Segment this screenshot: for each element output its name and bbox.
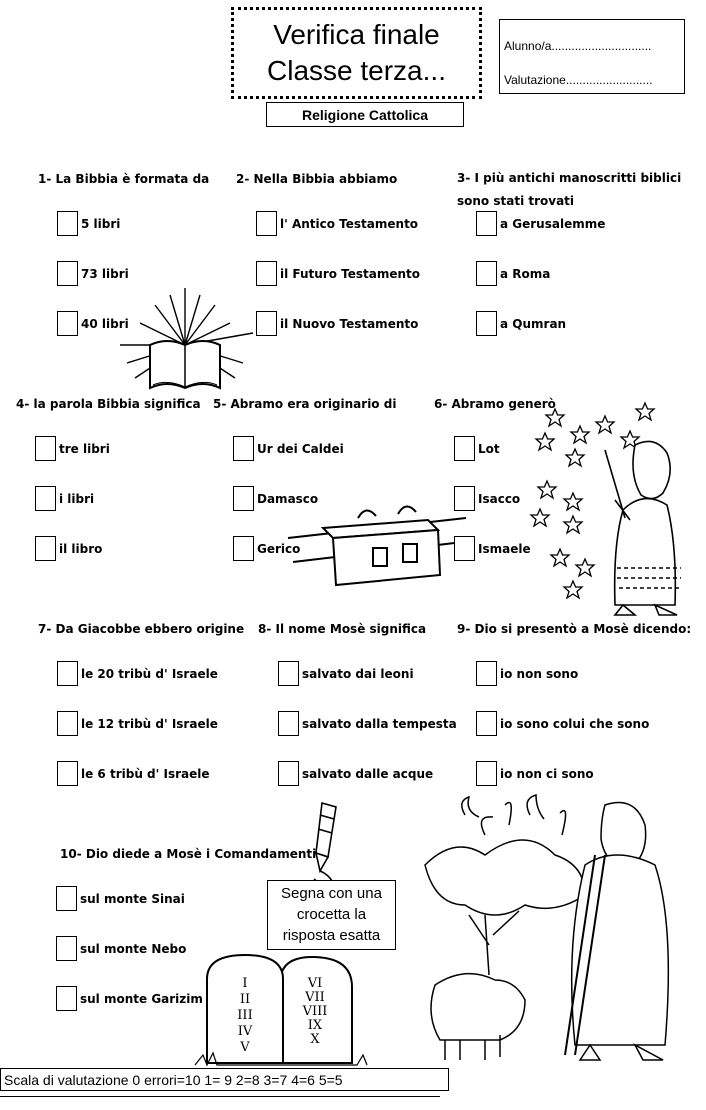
- tablet-numeral: VIII: [302, 1004, 328, 1019]
- checkbox[interactable]: [454, 436, 475, 461]
- question-7-option[interactable]: le 20 tribù d' Israele: [57, 661, 218, 686]
- instruction-line: crocetta la: [296, 906, 367, 923]
- question-5-option[interactable]: Ur dei Caldei: [233, 436, 344, 461]
- question-1-option[interactable]: 40 libri: [57, 311, 129, 336]
- question-7-label: 7- Da Giacobbe ebbero origine: [38, 622, 245, 636]
- checkbox[interactable]: [476, 261, 497, 286]
- question-9-option[interactable]: io non sono: [476, 661, 578, 686]
- question-3-option[interactable]: a Gerusalemme: [476, 211, 605, 236]
- question-8-label: 8- Il nome Mosè significa: [258, 622, 427, 636]
- tablet-numeral: III: [237, 1008, 252, 1023]
- bible-icon: [120, 288, 254, 390]
- question-9-option[interactable]: io non ci sono: [476, 761, 594, 786]
- question-3-label: 3- I più antichi manoscritti biblici son…: [457, 171, 682, 208]
- question-3-option[interactable]: a Roma: [476, 261, 550, 286]
- checkbox[interactable]: [233, 436, 254, 461]
- grading-scale: Scala di valutazione 0 errori=10 1= 9 2=…: [0, 1068, 449, 1091]
- checkbox[interactable]: [476, 311, 497, 336]
- question-6-label: 6- Abramo generò: [434, 397, 556, 411]
- question-10-option[interactable]: sul monte Sinai: [56, 886, 185, 911]
- question-5-label: 5- Abramo era originario di: [213, 397, 397, 411]
- checkbox[interactable]: [278, 761, 299, 786]
- question-2-option[interactable]: il Nuovo Testamento: [256, 311, 418, 336]
- tablet-numeral: II: [240, 992, 250, 1007]
- checkbox[interactable]: [278, 661, 299, 686]
- subject-label: Religione Cattolica: [266, 102, 464, 127]
- question-8-option[interactable]: salvato dalla tempesta: [278, 711, 457, 736]
- grade-field[interactable]: Valutazione..........................: [504, 73, 653, 87]
- question-10-label: 10- Dio diede a Mosè i Comandamenti: [60, 847, 317, 861]
- question-10-option[interactable]: sul monte Garizim: [56, 986, 203, 1011]
- question-2-label: 2- Nella Bibbia abbiamo: [236, 172, 398, 186]
- checkbox[interactable]: [57, 661, 78, 686]
- title-box: Verifica finale Classe terza...: [231, 7, 482, 99]
- question-5-option[interactable]: Gerico: [233, 536, 300, 561]
- checkbox[interactable]: [278, 711, 299, 736]
- checkbox[interactable]: [454, 536, 475, 561]
- checkbox[interactable]: [57, 711, 78, 736]
- checkbox[interactable]: [476, 211, 497, 236]
- checkbox[interactable]: [57, 761, 78, 786]
- checkbox[interactable]: [233, 536, 254, 561]
- question-10-option[interactable]: sul monte Nebo: [56, 936, 186, 961]
- checkbox[interactable]: [256, 311, 277, 336]
- question-7-option[interactable]: le 12 tribù d' Israele: [57, 711, 218, 736]
- question-6-option[interactable]: Lot: [454, 436, 500, 461]
- question-4-label: 4- la parola Bibbia significa: [16, 397, 201, 411]
- question-8-option[interactable]: salvato dai leoni: [278, 661, 414, 686]
- checkbox[interactable]: [256, 261, 277, 286]
- checkbox[interactable]: [35, 436, 56, 461]
- question-9-option[interactable]: io sono colui che sono: [476, 711, 649, 736]
- checkbox[interactable]: [35, 536, 56, 561]
- question-4-option[interactable]: i libri: [35, 486, 94, 511]
- ark-illustration: [287, 505, 467, 587]
- moses-burning-bush-illustration: [424, 794, 670, 1061]
- question-9-label: 9- Dio si presentò a Mosè dicendo:: [457, 622, 692, 636]
- question-1-option[interactable]: 5 libri: [57, 211, 120, 236]
- question-4-option[interactable]: il libro: [35, 536, 102, 561]
- checkbox[interactable]: [56, 986, 77, 1011]
- checkbox[interactable]: [57, 311, 78, 336]
- question-7-option[interactable]: le 6 tribù d' Israele: [57, 761, 210, 786]
- question-6-option[interactable]: Isacco: [454, 486, 520, 511]
- crayon-icon: [313, 801, 337, 886]
- student-info-box[interactable]: Alunno/a.............................. V…: [499, 19, 685, 94]
- checkbox[interactable]: [476, 661, 497, 686]
- tablet-numeral: IV: [238, 1024, 253, 1039]
- question-8-option[interactable]: salvato dalle acque: [278, 761, 433, 786]
- question-4-option[interactable]: tre libri: [35, 436, 110, 461]
- question-2-option[interactable]: il Futuro Testamento: [256, 261, 420, 286]
- tablet-numeral: V: [239, 1040, 250, 1055]
- checkbox[interactable]: [57, 261, 78, 286]
- student-name-field[interactable]: Alunno/a..............................: [504, 39, 652, 53]
- question-6-option[interactable]: Ismaele: [454, 536, 531, 561]
- instruction-line: risposta esatta: [282, 927, 381, 944]
- checkbox[interactable]: [476, 711, 497, 736]
- checkbox[interactable]: [454, 486, 475, 511]
- checkbox[interactable]: [476, 761, 497, 786]
- checkbox[interactable]: [256, 211, 277, 236]
- question-1-label: 1- La Bibbia è formata da: [38, 172, 210, 186]
- checkbox[interactable]: [56, 886, 77, 911]
- question-5-option[interactable]: Damasco: [233, 486, 318, 511]
- checkbox[interactable]: [233, 486, 254, 511]
- title-line-2: Classe terza...: [267, 55, 446, 86]
- title-line-1: Verifica finale: [273, 18, 440, 50]
- tablet-numeral: IX: [308, 1018, 323, 1033]
- question-1-option[interactable]: 73 libri: [57, 261, 129, 286]
- tablet-numeral: X: [310, 1032, 320, 1047]
- instruction-line: Segna con una: [281, 885, 382, 902]
- tablet-numeral: VI: [307, 976, 323, 991]
- tablet-numeral: I: [242, 976, 247, 991]
- question-3-option[interactable]: a Qumran: [476, 311, 566, 336]
- checkbox[interactable]: [56, 936, 77, 961]
- checkbox[interactable]: [57, 211, 78, 236]
- instruction-box: Segna con una crocetta la risposta esatt…: [267, 880, 396, 950]
- abraham-stars-illustration: [529, 401, 681, 616]
- question-2-option[interactable]: l' Antico Testamento: [256, 211, 418, 236]
- tablet-numeral: VII: [304, 990, 325, 1005]
- commandments-tablets-illustration: I II III IV V VI VII VIII IX X: [194, 953, 368, 1067]
- bottom-divider: [0, 1096, 440, 1097]
- checkbox[interactable]: [35, 486, 56, 511]
